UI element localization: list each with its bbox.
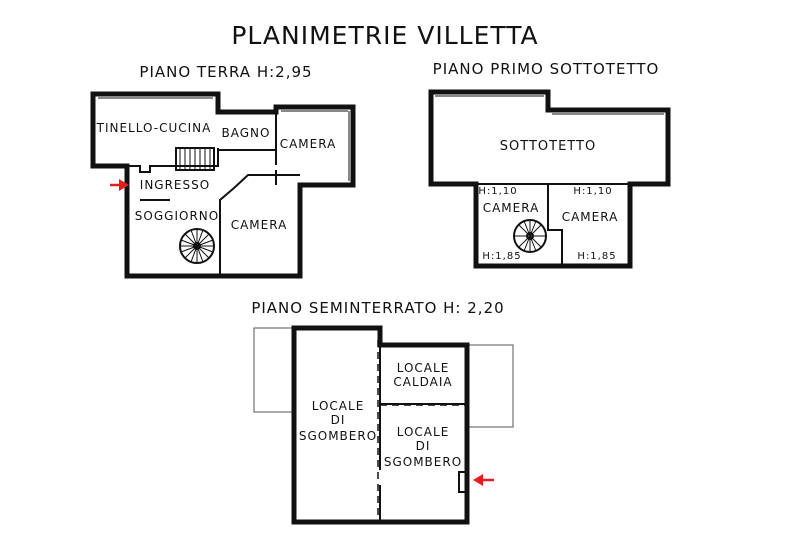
entrance-arrow-icon: [473, 474, 494, 486]
room-label-camera-bottom: CAMERA: [231, 218, 288, 232]
room-label-locale-right-1: LOCALE: [397, 425, 450, 439]
room-label-camera-left: CAMERA: [483, 201, 540, 215]
room-label-ingresso: INGRESSO: [140, 178, 210, 192]
basement-dashed-lines: [293, 336, 465, 520]
straight-staircase-icon: [175, 147, 215, 171]
room-label-camera-top: CAMERA: [280, 137, 337, 151]
room-label-locale-left-1: LOCALE: [312, 399, 365, 413]
height-label-left-top: H:1,10: [478, 186, 517, 197]
room-label-locale-right-2: DI: [416, 439, 431, 453]
ground-windows: [150, 92, 355, 278]
room-label-locale-left-3: SGOMBERO: [299, 429, 377, 443]
first-floor-plan: PIANO PRIMO SOTTOTETTO SOTTOTETTO CAMERA…: [428, 60, 671, 269]
height-label-right-top: H:1,10: [573, 186, 612, 197]
page-title: PLANIMETRIE VILLETTA: [231, 21, 538, 50]
first-wall-divider: [547, 184, 563, 266]
room-label-caldaia-2: CALDAIA: [393, 375, 452, 389]
basement-right-annex: [467, 344, 514, 428]
room-label-tinello-cucina: TINELLO-CUCINA: [96, 121, 212, 135]
ground-wall-kitchen: [127, 148, 219, 173]
spiral-staircase-icon: [513, 219, 547, 253]
room-label-sottotetto: SOTTOTETTO: [500, 139, 596, 154]
height-label-left-bottom: H:1,85: [482, 251, 521, 262]
ground-floor-label: PIANO TERRA H:2,95: [139, 63, 312, 81]
first-floor-label: PIANO PRIMO SOTTOTETTO: [433, 60, 660, 78]
first-outer-walls: [428, 89, 671, 269]
ground-wall-camera-bottom: [219, 174, 300, 276]
entrance-arrow-icon: [110, 179, 129, 191]
height-label-right-bottom: H:1,85: [577, 251, 616, 262]
spiral-staircase-icon: [179, 228, 215, 264]
ground-floor-plan: PIANO TERRA H:2,95 TINELLO-CUCINA: [90, 63, 356, 279]
room-label-camera-right: CAMERA: [562, 210, 619, 224]
basement-outer-walls: [291, 325, 470, 525]
room-label-bagno: BAGNO: [222, 126, 271, 140]
basement-left-annex: [253, 327, 294, 413]
room-label-soggiorno: SOGGIORNO: [135, 209, 219, 223]
room-label-caldaia-1: LOCALE: [397, 361, 450, 375]
room-label-locale-left-2: DI: [331, 413, 346, 427]
ground-inner-wall-lines: [98, 97, 350, 181]
basement-plan: PIANO SEMINTERRATO H: 2,20 LOCALE DI SGO…: [251, 299, 514, 525]
basement-door: [458, 471, 467, 493]
room-label-locale-right-3: SGOMBERO: [384, 455, 462, 469]
basement-label: PIANO SEMINTERRATO H: 2,20: [251, 299, 504, 317]
first-inner-wall-lines: [435, 95, 664, 115]
